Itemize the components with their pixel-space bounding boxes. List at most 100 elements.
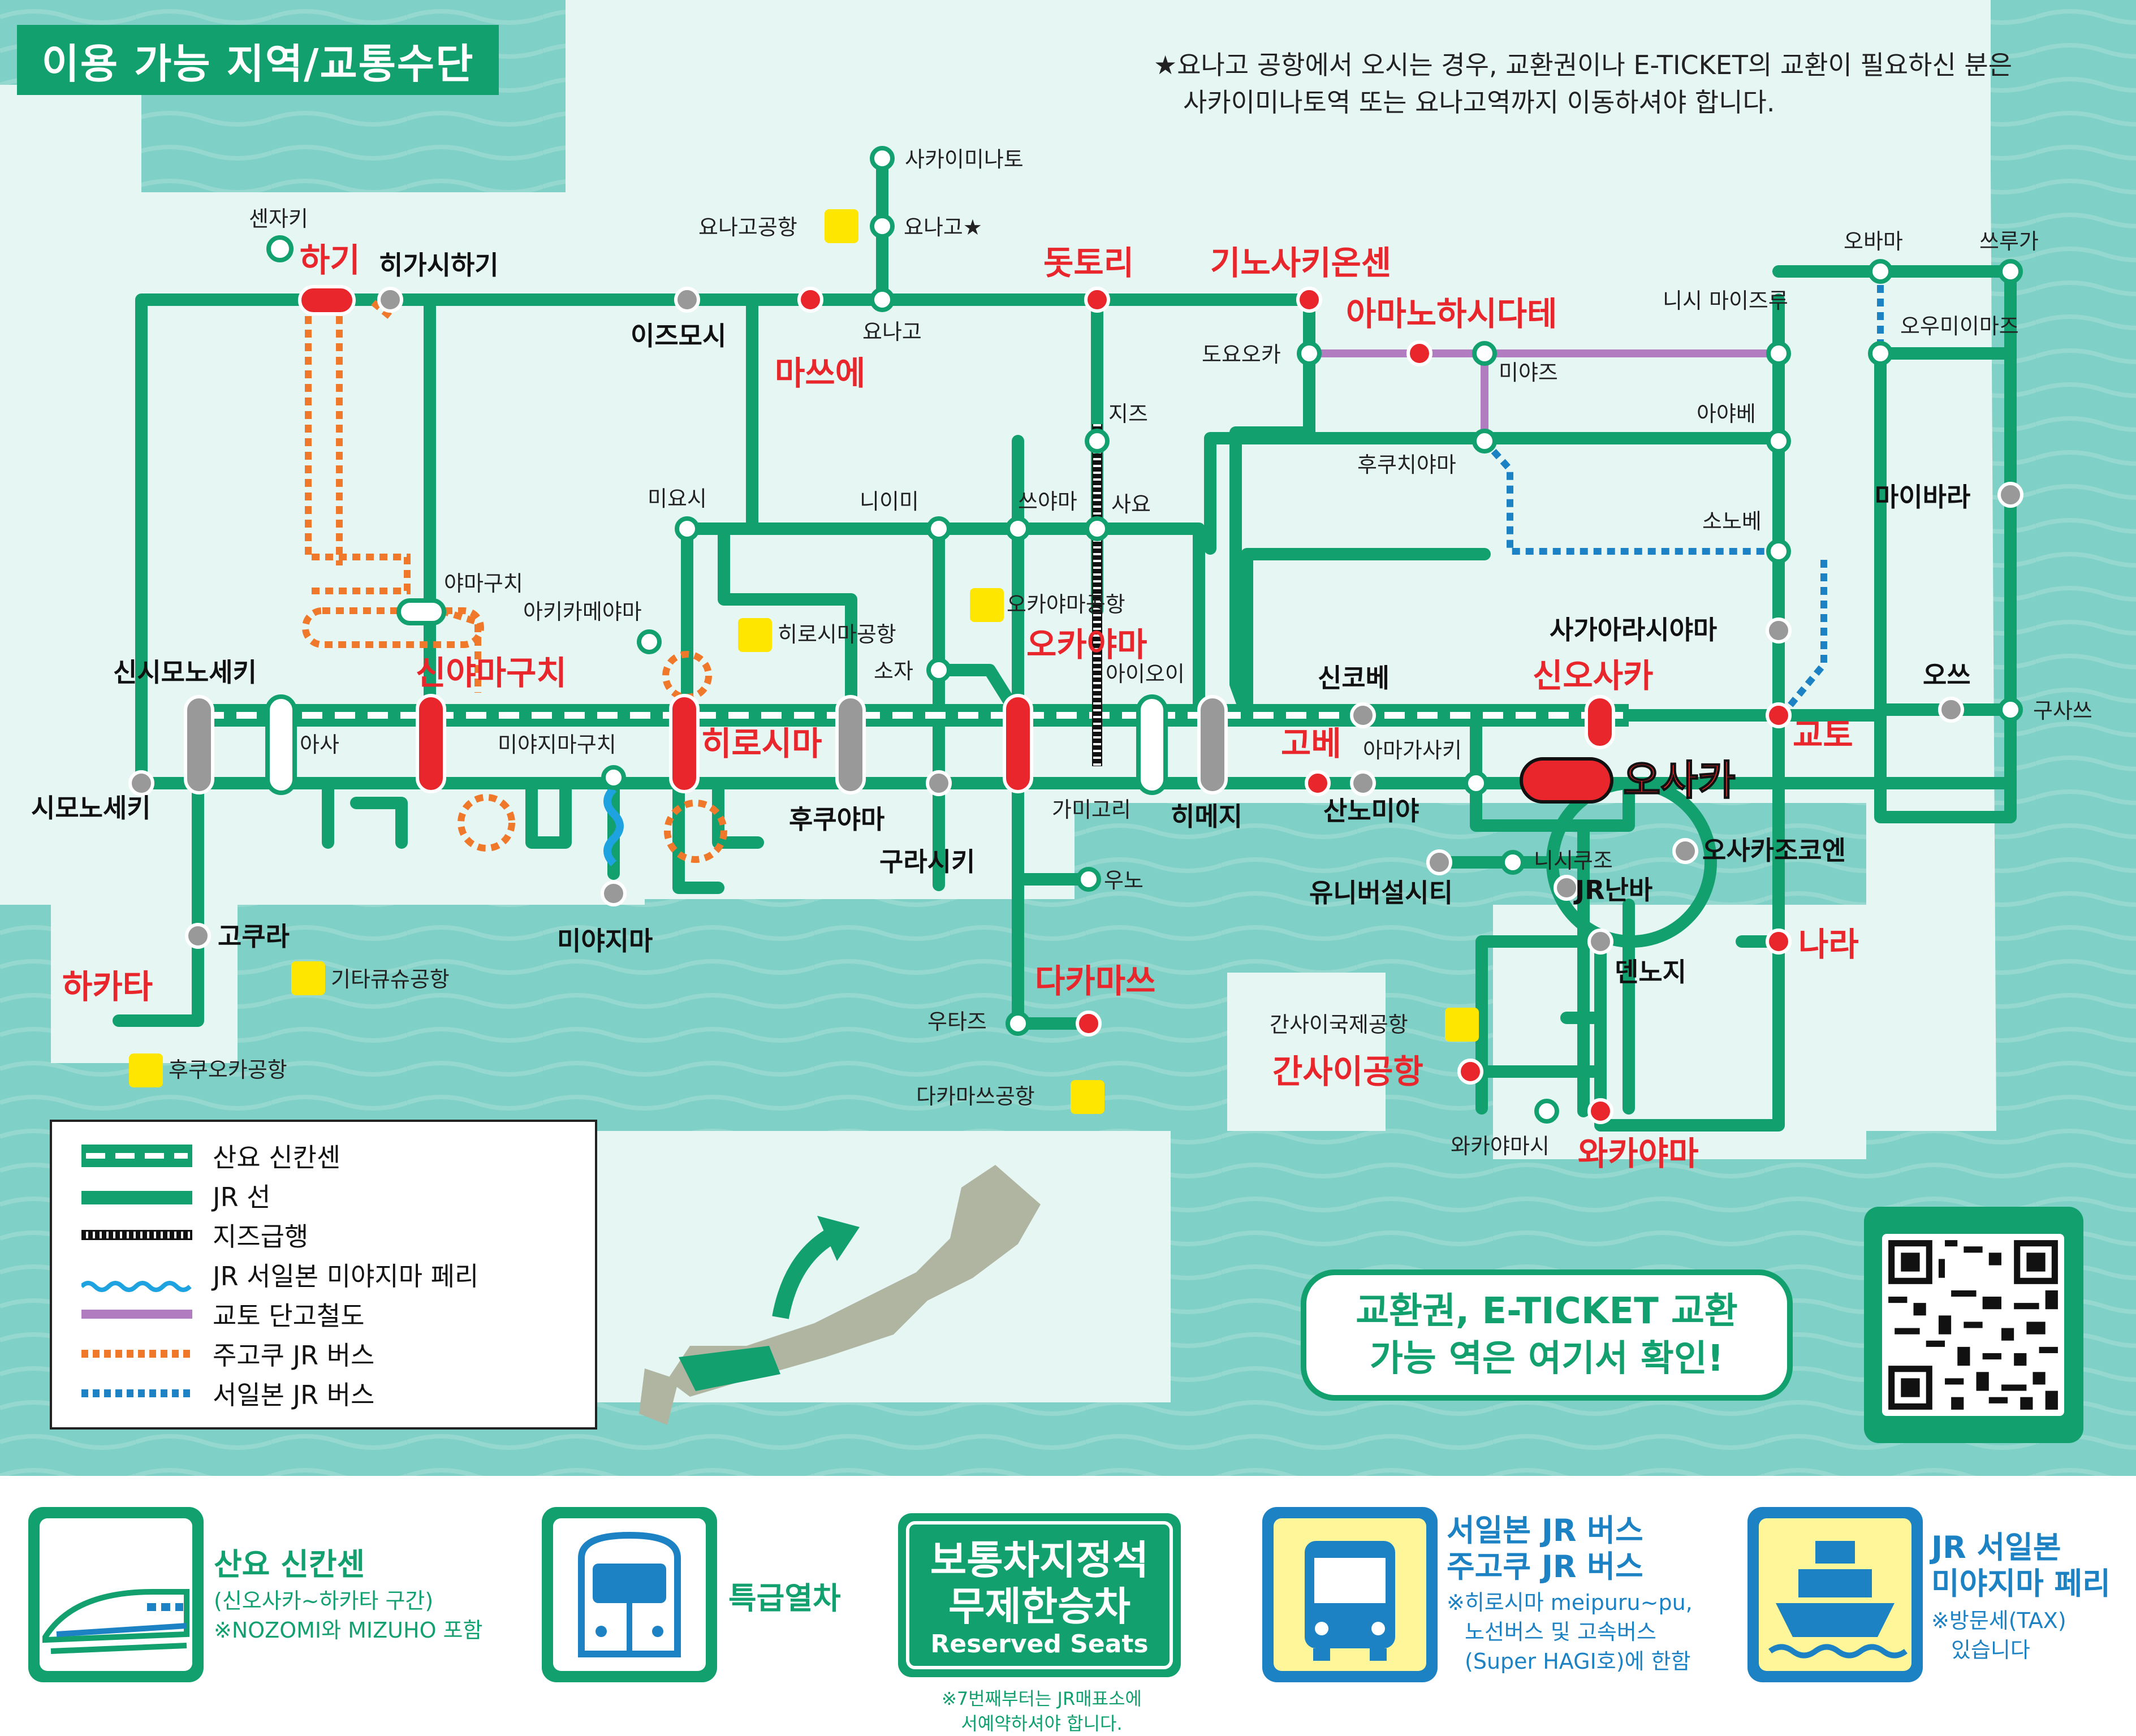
label-fukuchiyama: 후쿠치야마	[1357, 452, 1456, 477]
label-amanohashidate: 아마노하시다테	[1346, 295, 1557, 333]
label-okayama-airport: 오카야마공항	[1007, 592, 1125, 617]
reserved-line-2: 무제한승차	[948, 1583, 1130, 1630]
label-tennoji: 덴노지	[1615, 957, 1686, 987]
legend-shinkansen: 산요 신칸센	[81, 1139, 340, 1173]
transfer-station-markers	[128, 287, 2023, 955]
bus-feature-title-2: 주고쿠 JR 버스	[1447, 1549, 1643, 1584]
ferry-swatch	[80, 1268, 192, 1292]
label-yamaguchi: 야마구치	[444, 571, 523, 596]
label-okayama: 오카야마	[1026, 625, 1147, 664]
label-sonobe: 소노베	[1702, 509, 1762, 534]
shinkansen-swatch	[81, 1145, 192, 1167]
label-fukuyama: 후쿠야마	[789, 804, 884, 835]
label-senzaki: 센자키	[249, 206, 308, 231]
qr-code[interactable]	[1882, 1234, 2064, 1416]
notice-line-2: 사카이미나토역 또는 요나고역까지 이동하셔야 합니다.	[1183, 87, 1775, 118]
minor-station-markers	[265, 146, 2023, 1124]
label-yonago-star: 요나고★	[904, 215, 982, 240]
label-universalcity: 유니버설시티	[1309, 878, 1453, 908]
label-miyajimaguchi: 미야지마구치	[498, 732, 616, 757]
shinkansen-feature-title: 산요 신칸센	[214, 1547, 365, 1582]
label-hiroshima: 히로시마	[701, 724, 822, 763]
label-wakayama: 와카야마	[1578, 1134, 1698, 1173]
label-kurashiki: 구라시키	[879, 847, 975, 877]
label-yonago-airport: 요나고공항	[698, 215, 797, 240]
shinkansen-feature-icon	[28, 1507, 204, 1682]
limited-express-feature-title: 특급열차	[728, 1580, 841, 1616]
legend-chugoku-bus: 주고쿠 JR 버스	[81, 1337, 374, 1371]
legend-west-bus: 서일본 JR 버스	[81, 1376, 374, 1410]
legend-jr: JR 선	[81, 1178, 270, 1212]
label-izumoshi: 이즈모시	[631, 321, 726, 351]
label-shimonoseki: 시모노세키	[31, 793, 151, 823]
page-title: 이용 가능 지역/교통수단	[17, 25, 499, 95]
reserved-seats-badge: 보통차지정석 무제한승차 Reserved Seats	[898, 1513, 1181, 1677]
label-shinyamaguchi: 신야마구치	[416, 654, 567, 692]
label-otsu: 오쓰	[1923, 660, 1971, 690]
label-nishimaizuru: 니시 마이즈루	[1663, 288, 1788, 313]
tango-line	[1309, 349, 1779, 441]
yonago-airport-notice: ★요나고 공항에서 오시는 경우, 교환권이나 E-TICKET의 교환이 필요…	[1154, 46, 2012, 121]
qr-pattern-icon	[1888, 1240, 2058, 1410]
ferry-feature-note-2: 있습니다	[1951, 1638, 2030, 1662]
west-bus-swatch	[81, 1389, 192, 1397]
label-kyoto: 교토	[1793, 716, 1853, 754]
label-tsuyama: 쓰야마	[1018, 489, 1077, 514]
bus-icon	[1305, 1541, 1395, 1661]
station-labels: 하기 돗토리 기노사키온센 아마노하시다테 마쓰에 신야마구치 히로시마 오카야…	[31, 147, 2092, 1173]
label-uno: 우노	[1104, 868, 1143, 893]
ferry-feature-icon	[1747, 1507, 1923, 1682]
shinkansen-feature-note-2: ※NOZOMI와 MIZUHO 포함	[214, 1618, 483, 1643]
label-kokura: 고쿠라	[218, 921, 290, 952]
label-shinosaka: 신오사카	[1533, 657, 1653, 695]
label-tsuruga: 쓰루가	[1979, 229, 2039, 254]
label-sagaarashiyama: 사가아라시야마	[1550, 615, 1717, 645]
label-miyajima: 미야지마	[557, 926, 653, 956]
label-sayo: 사요	[1111, 492, 1151, 517]
label-maibara: 마이바라	[1875, 482, 1970, 512]
label-akikameyama: 아키카메야마	[523, 599, 642, 624]
ferry-feature-note-1: ※방문세(TAX)	[1931, 1608, 2066, 1633]
shinkansen-feature-note-1: (신오사카~하카타 구간)	[214, 1588, 434, 1613]
label-hagi: 하기	[300, 241, 360, 279]
bus-feature-title-1: 서일본 JR 버스	[1447, 1513, 1643, 1548]
label-utazu: 우타즈	[927, 1009, 987, 1034]
limited-express-train-icon	[578, 1531, 681, 1657]
label-sannomiya: 산노미야	[1323, 796, 1419, 826]
label-yonago: 요나고	[862, 319, 922, 344]
label-kitakyushu-airport: 기타큐슈공항	[331, 967, 450, 992]
airport-icons	[129, 209, 1479, 1114]
label-osakajokoen: 오사카조코엔	[1702, 835, 1846, 866]
qr-code-frame[interactable]	[1864, 1207, 2083, 1443]
ferry-ship-icon	[1768, 1541, 1908, 1659]
label-amagasaki: 아마가사키	[1363, 738, 1462, 763]
notice-line-1: ★요나고 공항에서 오시는 경우, 교환권이나 E-TICKET의 교환이 필요…	[1154, 50, 2013, 80]
map-legend: 산요 신칸센 JR 선 지즈급행 JR 서일본 미야지마 페리 교토 단고철도 …	[50, 1120, 597, 1430]
legend-tango: 교토 단고철도	[81, 1297, 365, 1331]
label-omiimazu: 오우미이마즈	[1900, 314, 2019, 339]
limited-express-feature-icon	[542, 1507, 717, 1682]
ferry-feature-title-2: 미야지마 페리	[1931, 1566, 2111, 1601]
label-matsue: 마쓰에	[775, 354, 865, 392]
label-takamatsu-airport: 다카마쓰공항	[916, 1084, 1035, 1109]
reserved-line-1: 보통차지정석	[930, 1537, 1149, 1583]
major-station-markers	[298, 285, 1792, 1124]
label-kinosaki: 기노사키온센	[1210, 244, 1391, 282]
chugoku-bus-lines	[302, 300, 727, 863]
label-fukuoka-airport: 후쿠오카공항	[169, 1057, 287, 1082]
osaka-loop-line	[1546, 777, 1717, 948]
reserved-seats-note: ※7번째부터는 JR매표소에 서예약하셔야 합니다.	[912, 1686, 1172, 1736]
reserved-note-1: ※7번째부터는 JR매표소에	[942, 1688, 1142, 1709]
label-miyazu: 미야즈	[1499, 360, 1558, 385]
legend-chizu: 지즈급행	[81, 1218, 308, 1252]
label-niimi: 니이미	[860, 489, 919, 514]
label-asa: 아사	[300, 732, 339, 757]
exchange-station-callout[interactable]: 교환권, E-TICKET 교환 가능 역은 여기서 확인!	[1301, 1269, 1793, 1401]
label-hakata: 하카타	[62, 968, 153, 1006]
callout-line-2: 가능 역은 여기서 확인!	[1370, 1338, 1724, 1380]
label-nishikujo: 니시쿠조	[1534, 848, 1613, 873]
label-higashihagi: 히가시하기	[379, 250, 499, 280]
miyajima-ferry	[603, 786, 624, 866]
label-kansai-intl-airport: 간사이국제공항	[1270, 1012, 1408, 1037]
label-kamigori: 가미고리	[1052, 797, 1131, 822]
